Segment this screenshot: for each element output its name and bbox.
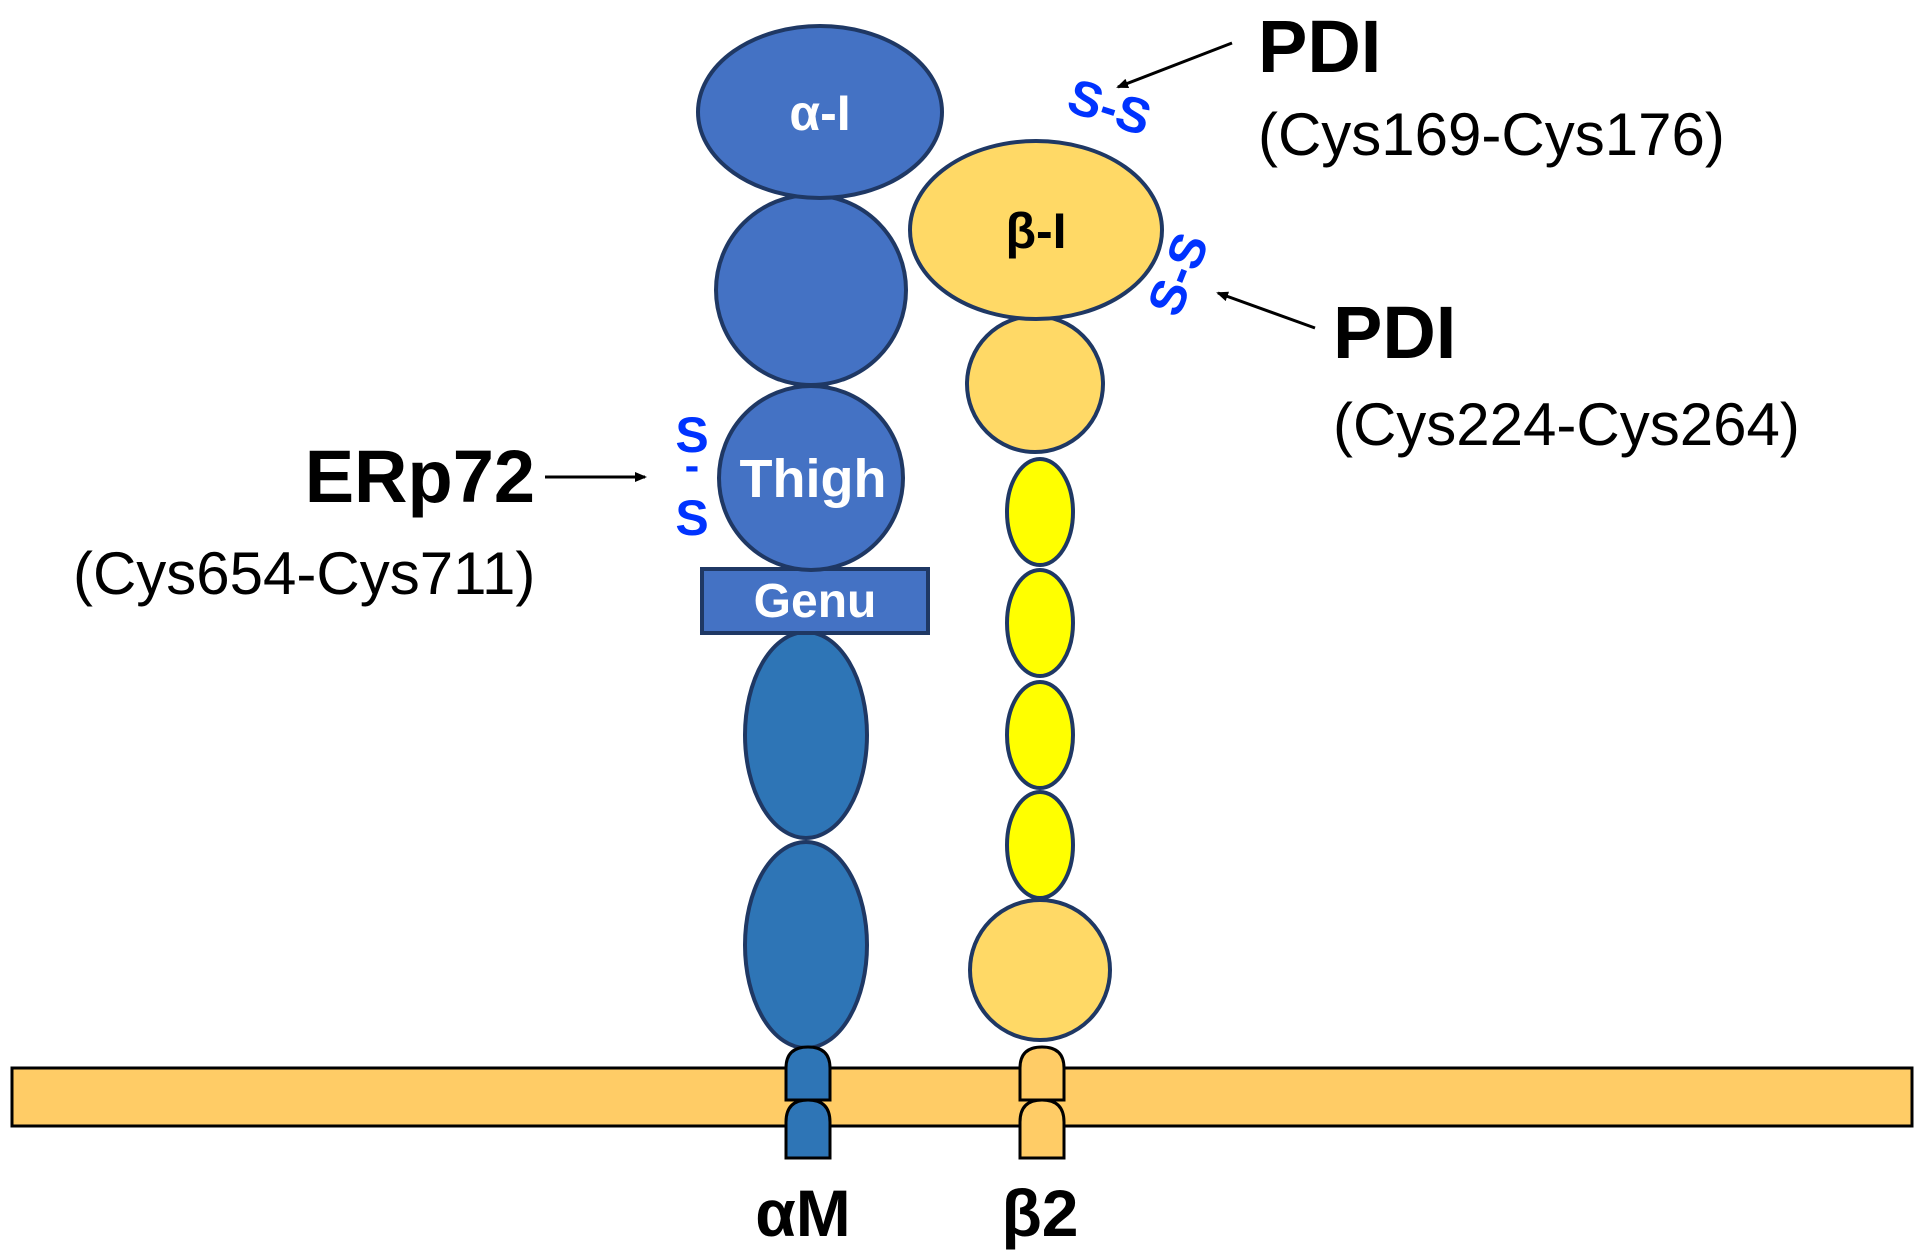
alpha-calf-2-domain <box>743 840 869 1050</box>
alpha-chain <box>696 24 944 1160</box>
erp72-disulfide-s2: S <box>675 490 708 546</box>
egf-domain-3 <box>1005 680 1075 790</box>
beta-tail-domain <box>968 898 1112 1042</box>
beta-i-domain <box>908 139 1164 321</box>
hybrid-domain <box>965 314 1105 454</box>
cell-membrane <box>10 1066 1914 1128</box>
erp72-disulfide-dash: - <box>685 441 700 490</box>
alpha-i-domain <box>696 24 944 200</box>
alpha-chain-label: αM <box>755 1176 851 1250</box>
alpha-calf-1-domain <box>743 630 869 840</box>
pdi-side-enzyme-label: PDI <box>1333 291 1456 374</box>
pdi-top-arrow <box>1116 41 1233 89</box>
egf-domain-4 <box>1005 790 1075 900</box>
pdi-side-bond-label: (Cys224-Cys264) <box>1333 391 1800 458</box>
alpha-transmembrane-lower <box>784 1098 832 1160</box>
pdi-top-disulfide: S-S <box>1061 68 1158 147</box>
pdi-top-bond-label: (Cys169-Cys176) <box>1258 101 1725 168</box>
egf-domain-2 <box>1005 568 1075 678</box>
pdi-top-enzyme-label: PDI <box>1258 5 1381 88</box>
thigh-label: Thigh <box>740 449 887 509</box>
erp72-disulfide: S - S <box>675 407 708 546</box>
beta-chain-label: β2 <box>1002 1176 1079 1250</box>
pdi-side-arrow <box>1216 291 1316 330</box>
alpha-i-label: α-I <box>789 85 850 141</box>
erp72-disulfide-s1: S <box>675 407 708 463</box>
egf-domain-1 <box>1005 457 1075 567</box>
genu-label: Genu <box>754 575 877 628</box>
alpha-propeller-domain <box>714 193 908 387</box>
beta-transmembrane-upper <box>1018 1045 1066 1102</box>
alpha-transmembrane-upper <box>784 1045 832 1102</box>
erp72-enzyme-label: ERp72 <box>305 435 535 518</box>
beta-i-label: β-I <box>1005 203 1066 259</box>
beta-chain <box>908 139 1164 1160</box>
erp72-bond-label: (Cys654-Cys711) <box>73 540 535 607</box>
beta-transmembrane-lower <box>1018 1098 1066 1160</box>
